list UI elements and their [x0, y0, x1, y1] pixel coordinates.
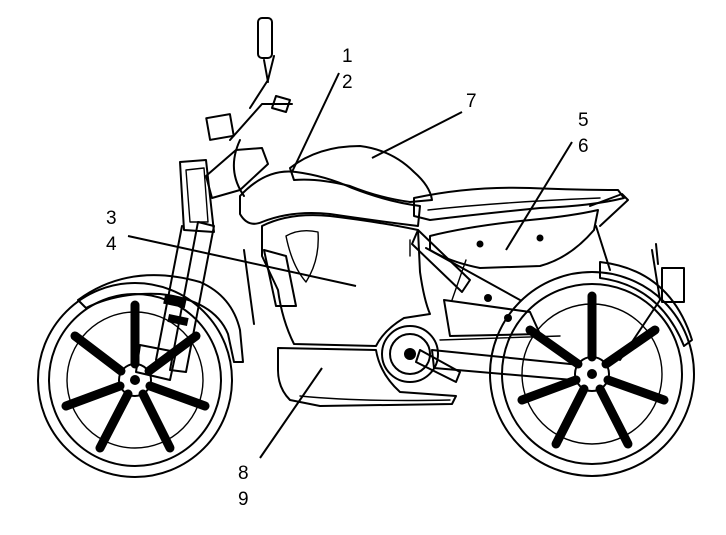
rear-wheel-spokes	[517, 291, 669, 449]
callout-5-6: 5 6	[578, 108, 589, 160]
headlight-handlebar	[179, 17, 293, 233]
motor-pulley	[381, 325, 461, 383]
callout-label: 9	[238, 489, 249, 510]
seat	[413, 186, 625, 221]
callout-label: 4	[106, 234, 117, 255]
leader-line-8-9	[259, 367, 323, 459]
callout-label: 5	[578, 110, 589, 131]
rear-side-cover	[429, 209, 599, 269]
callout-8-9: 8 9	[238, 461, 249, 513]
callout-label: 2	[342, 72, 353, 93]
rear-wheel	[489, 271, 695, 477]
upper-side-panel	[239, 170, 421, 227]
leader-line-5-6	[505, 141, 573, 251]
belly-pan	[277, 347, 457, 407]
callout-label: 7	[466, 91, 477, 112]
main-side-panel	[261, 214, 431, 347]
leader-line-1-2	[291, 72, 340, 173]
callout-label: 1	[342, 46, 353, 67]
callout-label: 3	[106, 208, 117, 229]
callout-label: 6	[578, 136, 589, 157]
front-wheel	[37, 282, 233, 478]
callout-label: 8	[238, 463, 249, 484]
callout-1-2: 1 2	[342, 44, 353, 96]
front-fender	[77, 274, 244, 363]
rear-fender	[599, 261, 693, 347]
callout-7: 7	[466, 89, 477, 115]
leader-line-3-4	[127, 235, 357, 287]
leader-line-7	[371, 111, 463, 159]
callout-3-4: 3 4	[106, 206, 117, 258]
